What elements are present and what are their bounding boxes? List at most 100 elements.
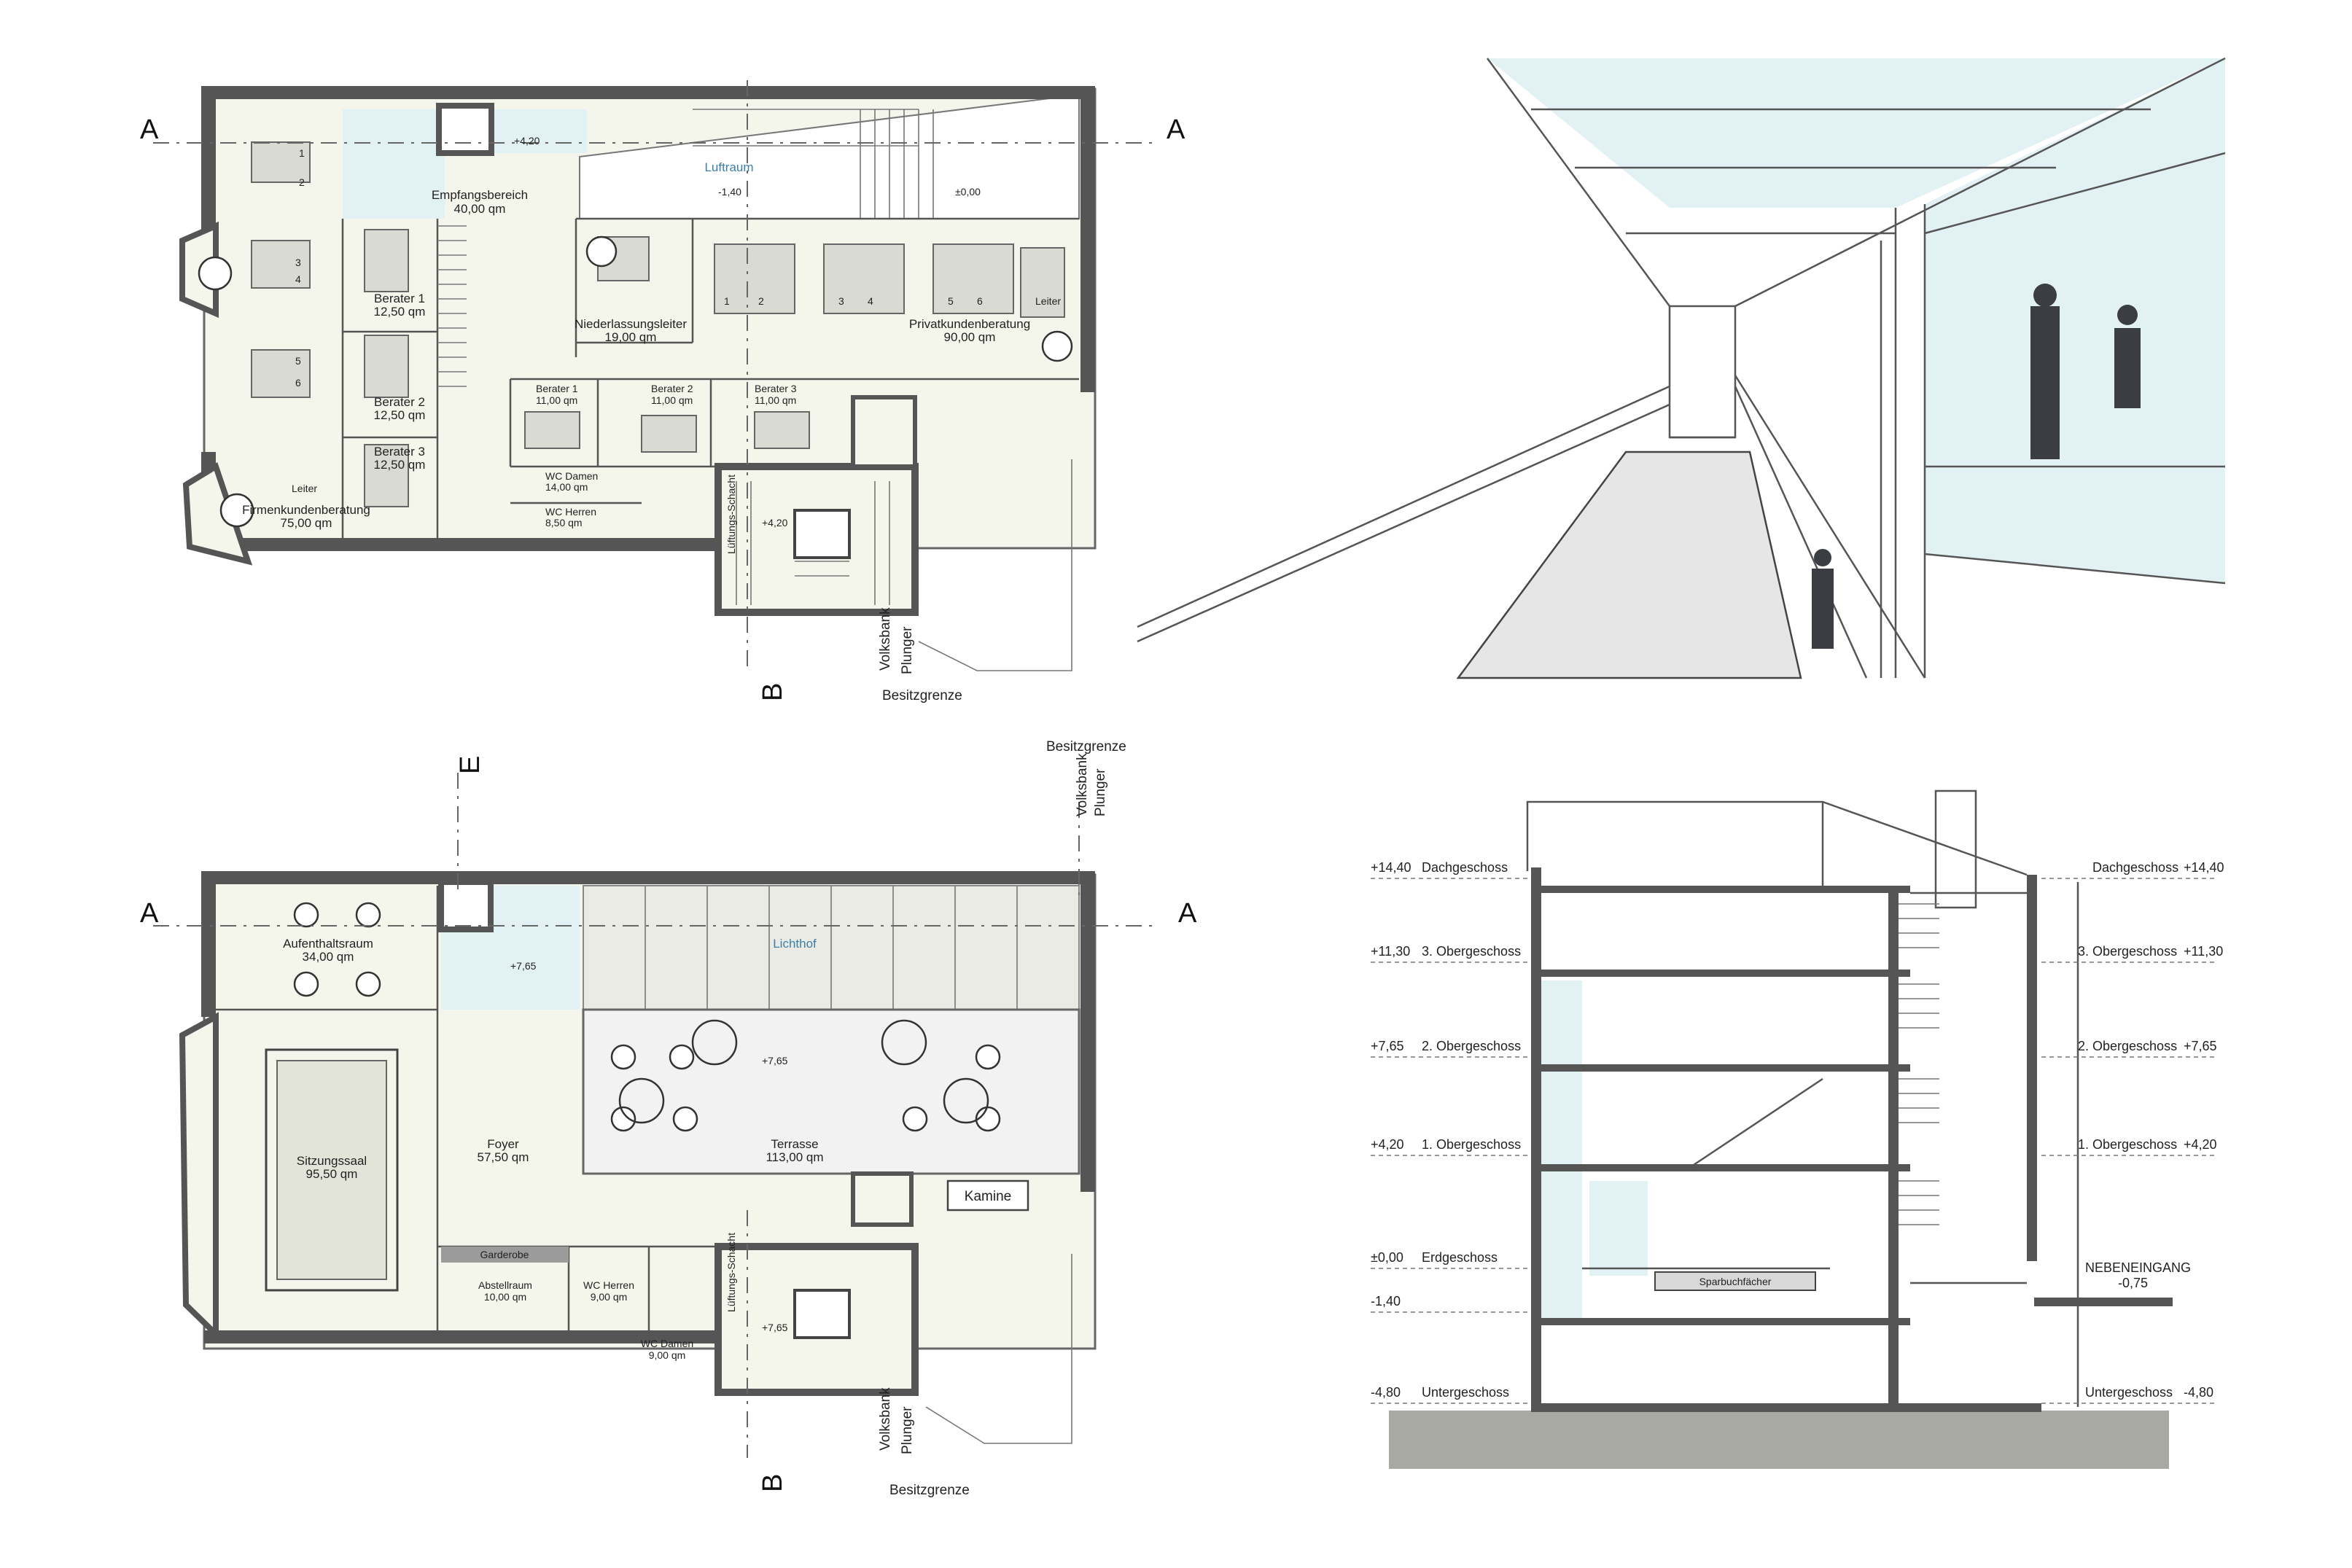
- room-area: 12,50 qm: [374, 408, 426, 422]
- upper-floor-plan: [153, 80, 1152, 671]
- room-area: 9,00 qm: [649, 1349, 686, 1361]
- desk-number: 5: [295, 355, 301, 367]
- upper-plan-labels: A A B Empfangsbereich 40,00 qm Luftraum …: [140, 114, 1185, 703]
- interior-perspective: [1137, 57, 2226, 679]
- level-name: 2. Obergeschoss: [2078, 1039, 2177, 1053]
- desk-number: 3: [838, 295, 844, 307]
- level-name: Dachgeschoss: [2092, 860, 2178, 875]
- boundary-label: Besitzgrenze: [889, 1483, 970, 1498]
- section-mark-a-left: A: [140, 898, 159, 929]
- level-value: +14,40: [1371, 860, 1411, 875]
- room-area: 90,00 qm: [944, 330, 996, 344]
- boundary-label: Besitzgrenze: [1046, 739, 1126, 754]
- level-mark: -1,40: [718, 186, 741, 198]
- room-name: Garderobe: [480, 1249, 529, 1260]
- level-name: Erdgeschoss: [1422, 1250, 1498, 1265]
- level-value: -1,40: [1371, 1294, 1401, 1308]
- neighbor-label: Volksbank: [878, 607, 893, 671]
- section-mark-b: B: [758, 1474, 788, 1492]
- room-area: 10,00 qm: [484, 1291, 526, 1303]
- desk-number: 2: [299, 176, 305, 188]
- level-value: +14,40: [2184, 860, 2224, 875]
- room-name: Berater 3: [374, 445, 425, 459]
- level-mark: +7,65: [762, 1055, 788, 1066]
- side-entrance-level: -0,75: [2118, 1276, 2148, 1290]
- room-name: Aufenthaltsraum: [283, 937, 373, 951]
- room-area: 57,50 qm: [478, 1150, 529, 1164]
- shaft-label: Lüftungs-Schacht: [725, 1233, 737, 1312]
- level-value: +7,65: [1371, 1039, 1404, 1053]
- desk-number: 1: [299, 147, 305, 159]
- room-name: Niederlassungsleiter: [575, 317, 687, 331]
- level-mark: +4,20: [762, 517, 788, 528]
- level-name: Untergeschoss: [2085, 1385, 2173, 1400]
- section-mark-b: B: [758, 683, 788, 701]
- neighbor-label: Plunger: [900, 626, 915, 674]
- room-name: WC Damen: [545, 470, 598, 482]
- level-name: 1. Obergeschoss: [1422, 1137, 1521, 1152]
- section-mark-a-left: A: [140, 114, 159, 145]
- section-labels: +14,40 Dachgeschoss +11,30 3. Obergescho…: [1371, 860, 2224, 1400]
- room-area: 14,00 qm: [545, 481, 588, 493]
- level-name: 1. Obergeschoss: [2078, 1137, 2177, 1152]
- room-name: Abstellraum: [478, 1279, 532, 1291]
- counter-label: Sparbuchfächer: [1699, 1276, 1772, 1287]
- room-area: 9,00 qm: [591, 1291, 628, 1303]
- chimney-label: Kamine: [965, 1189, 1011, 1204]
- level-mark: +4,20: [514, 135, 540, 147]
- room-area: 11,00 qm: [651, 394, 693, 406]
- level-value: +7,65: [2184, 1039, 2217, 1053]
- level-name: 2. Obergeschoss: [1422, 1039, 1521, 1053]
- side-entrance-label: NEBENEINGANG: [2085, 1260, 2191, 1275]
- level-mark: ±0,00: [955, 186, 981, 198]
- level-value: +11,30: [2184, 944, 2223, 959]
- level-mark: +7,65: [510, 960, 537, 972]
- room-area: 40,00 qm: [454, 202, 506, 216]
- desk-number: Leiter: [1035, 295, 1061, 307]
- level-name: Dachgeschoss: [1422, 860, 1508, 875]
- room-area: 113,00 qm: [766, 1150, 823, 1164]
- neighbor-label: Plunger: [900, 1406, 915, 1454]
- neighbor-label: Volksbank: [1075, 753, 1090, 816]
- desk-number: 6: [295, 377, 301, 389]
- room-name: Berater 2: [651, 383, 693, 394]
- level-name: 3. Obergeschoss: [2078, 944, 2177, 959]
- level-value: +11,30: [1371, 944, 1410, 959]
- level-name: Untergeschoss: [1422, 1385, 1509, 1400]
- section-mark-a-right: A: [1167, 114, 1185, 145]
- neighbor-label: Volksbank: [878, 1387, 893, 1451]
- room-name: Berater 1: [536, 383, 578, 394]
- room-area: 12,50 qm: [374, 305, 426, 319]
- desk-number: Leiter: [292, 483, 317, 494]
- room-name: WC Herren: [583, 1279, 634, 1291]
- level-value: +4,20: [2184, 1137, 2217, 1152]
- room-name: Sitzungssaal: [297, 1154, 367, 1168]
- room-area: 34,00 qm: [303, 950, 354, 964]
- room-name: Foyer: [487, 1137, 519, 1151]
- desk-number: 4: [295, 273, 301, 285]
- room-name: Terrasse: [771, 1137, 818, 1151]
- room-name: Berater 3: [755, 383, 797, 394]
- room-name: Berater 2: [374, 395, 425, 409]
- desk-number: 1: [724, 295, 730, 307]
- room-area: 75,00 qm: [281, 516, 332, 530]
- desk-number: 2: [758, 295, 764, 307]
- room-area: 12,50 qm: [374, 458, 426, 472]
- void-label: Luftraum: [704, 160, 753, 174]
- section-mark-e: E: [455, 756, 486, 774]
- room-area: 11,00 qm: [536, 394, 577, 406]
- desk-number: 6: [977, 295, 983, 307]
- neighbor-label: Plunger: [1093, 768, 1108, 816]
- room-name: Privatkundenberatung: [909, 317, 1030, 331]
- room-name: Firmenkundenberatung: [242, 503, 370, 517]
- desk-number: 3: [295, 257, 301, 268]
- desk-number: 5: [948, 295, 954, 307]
- level-value: -4,80: [2184, 1385, 2213, 1400]
- lower-plan-labels: A A B E Aufenthaltsraum 34,00 qm Lichtho…: [140, 739, 1197, 1498]
- desk-number: 4: [868, 295, 873, 307]
- room-name: Empfangsbereich: [432, 188, 528, 202]
- level-name: 3. Obergeschoss: [1422, 944, 1521, 959]
- office-furniture: [198, 141, 1073, 528]
- level-value: ±0,00: [1371, 1250, 1403, 1265]
